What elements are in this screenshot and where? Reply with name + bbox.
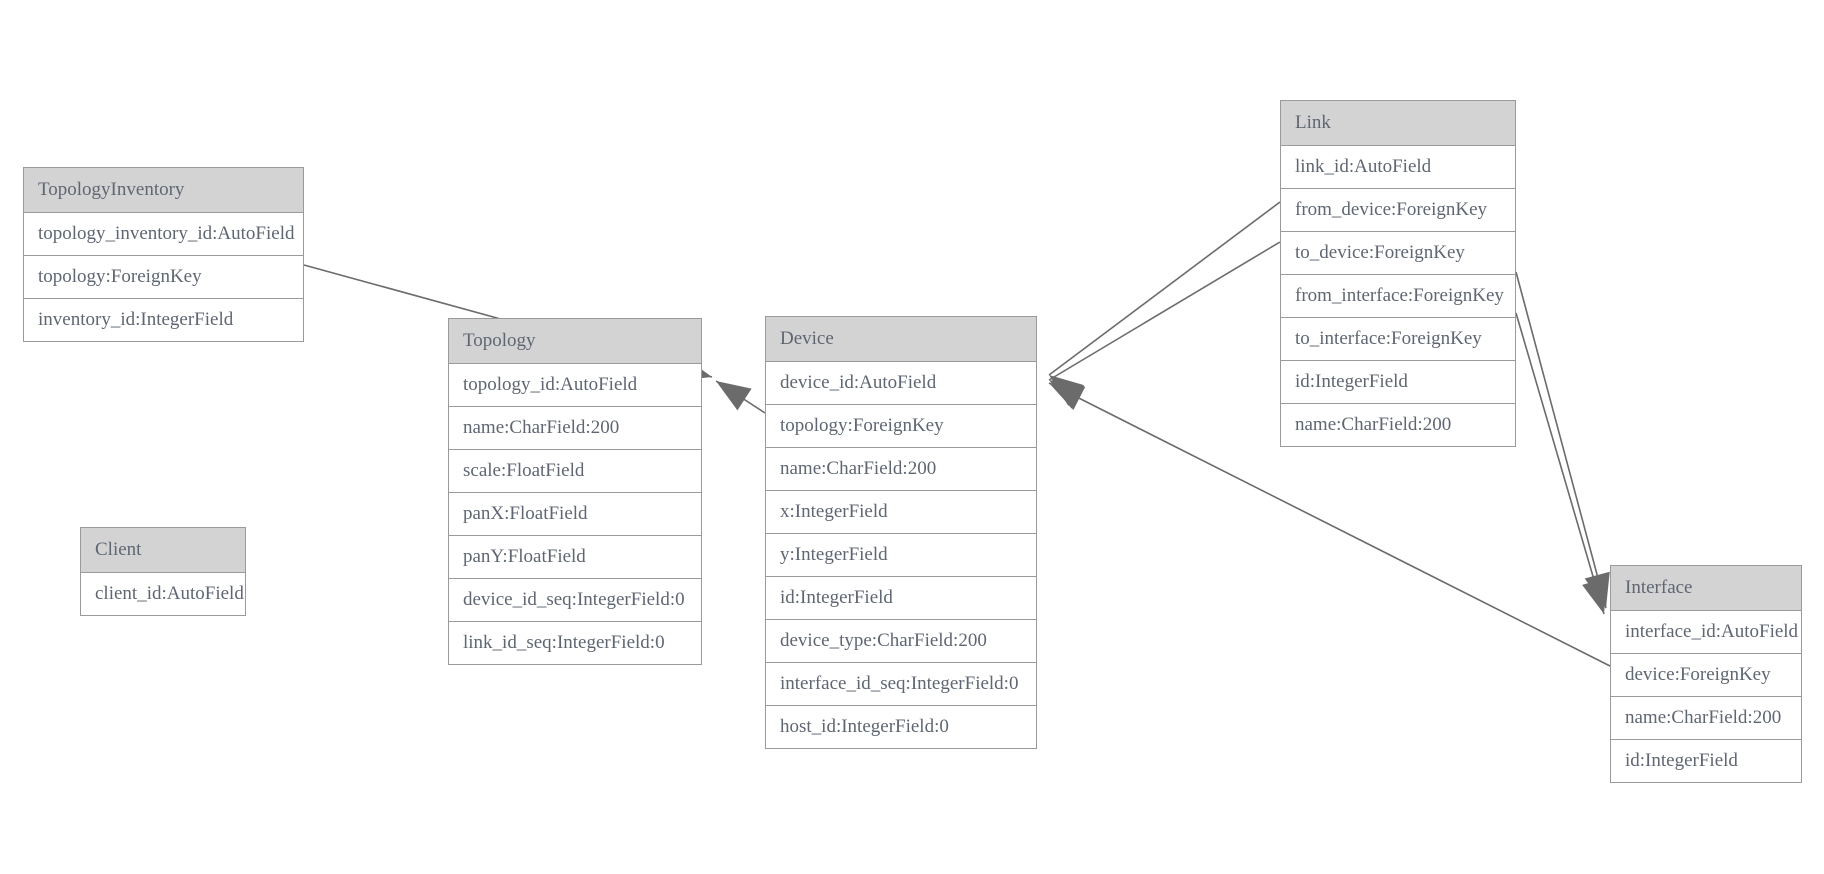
entity-field-row[interactable]: from_interface:ForeignKey: [1281, 275, 1515, 318]
relationship-arrowhead: [1049, 375, 1084, 406]
relationship-link-to-interface[interactable]: [1515, 312, 1608, 615]
relationship-line: [1048, 201, 1281, 376]
entity-field-row[interactable]: device:ForeignKey: [1611, 654, 1801, 697]
entity-field-row[interactable]: host_id:IntegerField:0: [780, 716, 949, 737]
relationship-line: [1515, 271, 1607, 609]
relationship-arrowhead: [1049, 380, 1085, 409]
entity-field-row[interactable]: x:IntegerField: [766, 491, 1036, 534]
entity-field-row[interactable]: panY:FloatField: [449, 536, 701, 579]
entity-field-row[interactable]: device_id_seq:IntegerField:0: [449, 579, 701, 622]
entity-field-row[interactable]: name:CharField:200: [1295, 414, 1452, 435]
entity-field-row[interactable]: id:IntegerField: [766, 577, 1036, 620]
relationship-arrowhead: [1582, 577, 1608, 614]
entity-title: TopologyInventory: [24, 168, 303, 213]
relationship-arrowhead: [1049, 383, 1086, 411]
entity-field-row[interactable]: from_device:ForeignKey: [1281, 189, 1515, 232]
entity-title: Client: [81, 528, 245, 573]
entity-title: Topology: [449, 319, 701, 364]
relationship-line: [1048, 241, 1281, 381]
relationship-link-to-device[interactable]: [1048, 201, 1281, 406]
entity-field-row[interactable]: name:CharField:200: [449, 407, 701, 450]
entity-field-row[interactable]: topology:ForeignKey: [766, 405, 1036, 448]
entity-field-row[interactable]: scale:FloatField: [449, 450, 701, 493]
relationship-arrowhead: [716, 381, 752, 411]
entity-field-row[interactable]: link_id_seq:IntegerField:0: [463, 632, 665, 653]
entity-field-row[interactable]: topology_inventory_id:AutoField: [24, 213, 303, 256]
entity-field-row[interactable]: device_type:CharField:200: [766, 620, 1036, 663]
relationship-line: [715, 380, 766, 414]
entity-field-row[interactable]: interface_id:AutoField: [1611, 611, 1801, 654]
entity-field-row[interactable]: y:IntegerField: [766, 534, 1036, 577]
entity-field-row[interactable]: inventory_id:IntegerField: [38, 309, 234, 330]
relationship-arrowhead: [1584, 571, 1610, 608]
entity-field-row[interactable]: name:CharField:200: [1611, 697, 1801, 740]
entity-field-row[interactable]: topology:ForeignKey: [24, 256, 303, 299]
entity-field-row[interactable]: client_id:AutoField: [95, 583, 244, 604]
entity-title: Link: [1281, 101, 1515, 146]
entity-field-row[interactable]: name:CharField:200: [766, 448, 1036, 491]
entity-field-row[interactable]: id:IntegerField: [1281, 361, 1515, 404]
entity-field-row[interactable]: panX:FloatField: [449, 493, 701, 536]
entity-field-row[interactable]: link_id:AutoField: [1281, 146, 1515, 189]
relationship-line: [1515, 312, 1605, 615]
entity-field-row[interactable]: to_interface:ForeignKey: [1281, 318, 1515, 361]
entity-field-row[interactable]: to_device:ForeignKey: [1281, 232, 1515, 275]
entity-title: Interface: [1611, 566, 1801, 611]
entity-field-list: client_id:AutoField: [81, 573, 245, 615]
relationship-link-to-device[interactable]: [1048, 241, 1281, 409]
relationship-link-to-interface[interactable]: [1515, 271, 1610, 609]
entity-field-row[interactable]: device_id:AutoField: [766, 362, 1036, 405]
entity-client[interactable]: Client client_id:AutoField: [80, 527, 246, 616]
entity-field-row[interactable]: topology_id:AutoField: [449, 364, 701, 407]
relationship-device-to-topology[interactable]: [715, 380, 766, 414]
entity-field-row[interactable]: id:IntegerField: [1625, 750, 1738, 771]
entity-title: Device: [766, 317, 1036, 362]
entity-field-row[interactable]: interface_id_seq:IntegerField:0: [766, 663, 1036, 706]
